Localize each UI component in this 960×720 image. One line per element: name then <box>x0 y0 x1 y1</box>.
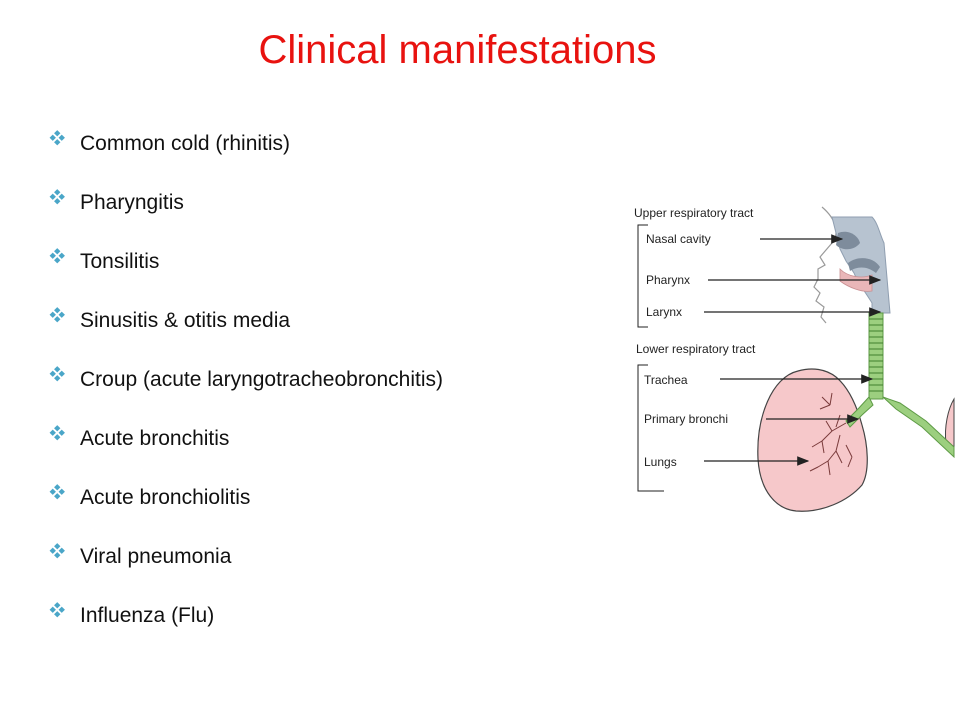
diamond-bullet-icon <box>49 601 65 617</box>
label-larynx: Larynx <box>646 305 682 319</box>
diamond-bullet-icon <box>49 365 65 381</box>
list-item: Sinusitis & otitis media <box>48 291 443 350</box>
label-nasal-cavity: Nasal cavity <box>646 232 711 246</box>
bullet-text: Croup (acute laryngotracheobronchitis) <box>80 367 444 391</box>
list-item: Common cold (rhinitis) <box>48 114 443 173</box>
lower-tract-heading: Lower respiratory tract <box>636 342 756 356</box>
list-item: Viral pneumonia <box>48 527 443 586</box>
label-lungs: Lungs <box>644 455 677 469</box>
diamond-bullet-icon <box>49 306 65 322</box>
bullet-text: Sinusitis & otitis media <box>80 308 291 332</box>
list-item: Acute bronchitis <box>48 409 443 468</box>
list-item: Pharyngitis <box>48 173 443 232</box>
diagram-brackets <box>637 224 664 492</box>
trachea-illustration <box>868 312 884 400</box>
list-item: Influenza (Flu) <box>48 586 443 645</box>
diamond-bullet-icon <box>49 483 65 499</box>
list-item: Croup (acute laryngotracheobronchitis) <box>48 350 443 409</box>
respiratory-tract-diagram: Upper respiratory tract Lower respirator… <box>634 206 955 512</box>
diamond-bullet-icon <box>49 188 65 204</box>
diamond-bullet-icon <box>49 424 65 440</box>
label-primary-bronchi: Primary bronchi <box>644 412 728 426</box>
bullet-text: Pharyngitis <box>80 190 184 214</box>
label-pharynx: Pharynx <box>646 273 690 287</box>
bullet-text: Tonsilitis <box>80 249 160 273</box>
upper-tract-heading: Upper respiratory tract <box>634 206 754 220</box>
list-item: Acute bronchiolitis <box>48 468 443 527</box>
bullet-list: Common cold (rhinitis) Pharyngitis Tonsi… <box>48 114 443 645</box>
diamond-bullet-icon <box>49 542 65 558</box>
head-airway-illustration <box>813 206 891 324</box>
bullet-text: Acute bronchiolitis <box>80 485 251 509</box>
bullet-text: Influenza (Flu) <box>80 603 215 627</box>
bullet-text: Viral pneumonia <box>80 544 232 568</box>
diamond-bullet-icon <box>49 247 65 263</box>
slide-title: Clinical manifestations <box>258 28 657 72</box>
bullet-text: Acute bronchitis <box>80 426 230 450</box>
upper-tract-bracket <box>637 224 648 328</box>
diamond-bullet-icon <box>49 129 65 145</box>
label-trachea: Trachea <box>644 373 688 387</box>
bullet-text: Common cold (rhinitis) <box>80 131 291 155</box>
lungs-illustration <box>757 368 955 512</box>
list-item: Tonsilitis <box>48 232 443 291</box>
pointer-arrows <box>704 234 882 466</box>
lower-tract-bracket <box>637 364 664 492</box>
